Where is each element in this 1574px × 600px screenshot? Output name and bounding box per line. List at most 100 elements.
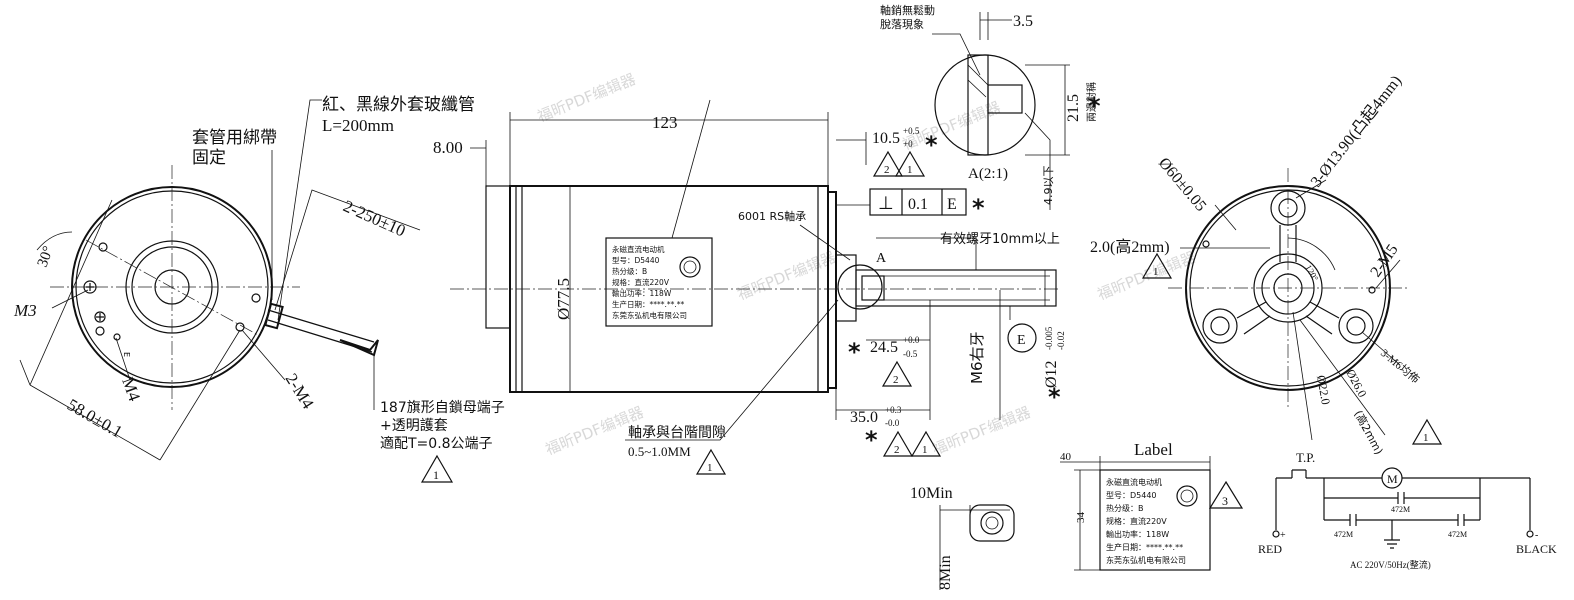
datum-e: E: [1017, 333, 1026, 348]
asterisk-mark: *: [925, 131, 938, 159]
height-label: 21.5: [1065, 94, 1082, 122]
shaft-len-tol-upper: +0.0: [903, 335, 920, 345]
lead-length-dim: [274, 189, 421, 311]
revision-triangle: [695, 448, 727, 475]
asterisk-mark: *: [1048, 383, 1061, 411]
label-line: 东莞东弘机电有限公司: [1106, 555, 1186, 565]
tie-note-1: 套管用綁帶: [192, 128, 277, 148]
watermark: 福昕PDF编辑器: [535, 70, 638, 126]
small-screw: [95, 326, 105, 336]
spokes: [1236, 225, 1340, 335]
bolt-circle-ext-left: [19, 359, 31, 386]
thread-m6-label: M6右牙: [968, 332, 986, 385]
clearance-note: 軸承與台階間隙: [628, 425, 726, 441]
revision-triangle: [882, 430, 914, 457]
asterisk-mark: *: [865, 426, 878, 454]
label-line: 型号：D5440: [1106, 491, 1157, 500]
raised-label: 2.0(高2mm): [1090, 238, 1170, 256]
nameplate-line: 热分级：B: [612, 266, 647, 276]
pin-note-leader: [932, 33, 981, 76]
terminal-note-3: 適配T=0.8公端子: [380, 435, 493, 452]
detail-a-circle: [837, 264, 883, 310]
schematic: T.P. M 472M 472M 472M + - RED BLACK AC 2…: [1258, 450, 1557, 570]
label-line: 热分级：B: [1106, 503, 1144, 513]
tp-label: T.P.: [1296, 450, 1315, 465]
boss-right-hole: [1346, 316, 1366, 336]
cap-top-label: 472M: [1391, 505, 1410, 514]
shaft-offset-tol-upper: +0.5: [903, 126, 920, 136]
bolt-circle-ext: [159, 329, 241, 461]
side-view: 永磁直流电动机 型号：D5440 热分级：B 规格：直流220V 輸出功率：11…: [433, 99, 1066, 475]
ground-screw: [94, 311, 106, 323]
lead-grommet: [251, 293, 261, 303]
hatch: [967, 64, 989, 98]
angle-arc: [36, 231, 73, 251]
m3-hole: [98, 242, 108, 252]
left-end-view: 紅、黑線外套玻纖管 L=200mm 套管用綁帶 固定 2-250±10 30° …: [13, 95, 505, 483]
nameplate-leader: [671, 99, 711, 239]
angle-ref-line: [29, 199, 113, 386]
shaft: [855, 269, 1057, 307]
tie-note-2: 固定: [192, 148, 226, 168]
cap-right: [1392, 514, 1480, 526]
symmetric-note: 兩邊對稱: [1085, 82, 1098, 122]
nameplate: [605, 237, 713, 327]
width-dim: [979, 12, 1012, 40]
boss-left: [1202, 308, 1238, 344]
nameplate-line: 型号：D5440: [612, 256, 660, 265]
below-leader: [1024, 112, 1051, 210]
perp-symbol: ⊥: [878, 193, 894, 214]
angle-arc: [1287, 237, 1336, 271]
label-height-dim: [1074, 469, 1100, 571]
black-label: BLACK: [1516, 542, 1557, 556]
cable-tie: [264, 302, 284, 330]
shaft-dia-tol-lower: -0.02: [1056, 331, 1066, 350]
revision-number: 2: [894, 444, 900, 456]
datum-leader: [1000, 305, 1020, 320]
dia22-leader: [1292, 311, 1313, 441]
side-wires: [1323, 478, 1481, 520]
ccc-mark: [679, 256, 701, 278]
hole-centerline: [85, 239, 259, 336]
revision-triangle: [1141, 252, 1173, 279]
front-flange: [827, 191, 837, 389]
revision-triangle: [1208, 480, 1244, 509]
label-frame: [1099, 469, 1211, 571]
revision-triangle: [420, 454, 454, 483]
m4-small-hole: [113, 333, 121, 341]
height-dim: [1025, 64, 1070, 156]
boss-top: [1270, 190, 1306, 226]
total-shaft-dim: [835, 330, 930, 420]
shaft-len-dim: [866, 300, 931, 420]
m4-label: M4: [118, 375, 144, 404]
shaft-offset: 10.5: [872, 130, 900, 147]
diameter-label: Ø77.5: [554, 278, 573, 320]
m4-leader: [115, 337, 131, 381]
m5-leader: [1375, 259, 1401, 289]
bolt-circle: 58.0±0.1: [64, 395, 126, 442]
shaft-len: 24.5: [870, 339, 898, 356]
boss-left-hole: [1210, 316, 1230, 336]
supply-wires: [1275, 478, 1531, 530]
watermark: 福昕PDF编辑器: [1095, 248, 1198, 304]
small-mark: E: [122, 352, 131, 357]
dia22-label: Ø22.0: [1314, 374, 1333, 406]
screw-cross: [86, 283, 94, 291]
shaft-offset-tol-lower: +0: [903, 139, 913, 149]
motor-symbol: [1381, 467, 1403, 489]
label-box: Label 40 34 永磁直流电动机 型号：D5440 热分级：B 规格：直流…: [1060, 440, 1244, 571]
clearance-value: 0.5~1.0MM: [628, 444, 691, 459]
cert-mark-inner: [985, 516, 999, 530]
bearing-leader: [799, 224, 851, 261]
angle-label: 120°: [1303, 263, 1320, 283]
2m4-leader: [241, 329, 286, 381]
perp-frame: [869, 188, 967, 216]
ground-screw-cross: [96, 313, 104, 321]
shaft-offset-dim: [836, 132, 867, 165]
label-width-dim: [1060, 456, 1211, 470]
m5-hole: [1202, 240, 1210, 248]
ground-symbol: [1384, 520, 1400, 549]
nameplate-line: 规格：直流220V: [612, 277, 670, 287]
shaft-len-tol-lower: -0.5: [903, 349, 918, 359]
pilot-leader: [1214, 204, 1237, 231]
